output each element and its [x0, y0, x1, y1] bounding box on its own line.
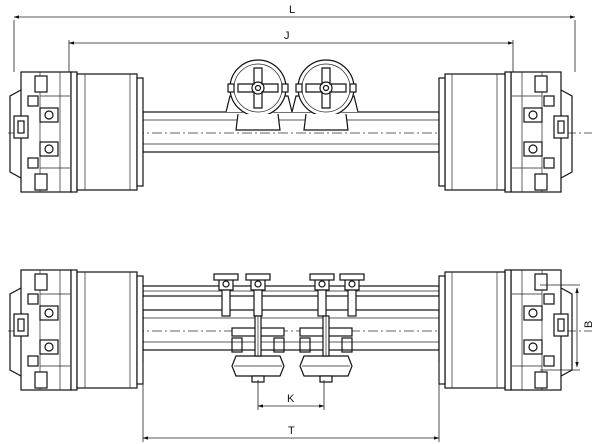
- brake-chamber-left-top: [227, 59, 289, 131]
- left-hub-bottom: [9, 269, 144, 391]
- right-hub-bottom: [438, 269, 573, 391]
- dimension-L-label: L: [289, 4, 295, 16]
- dimension-T: T: [142, 362, 440, 442]
- dimension-B: B: [540, 284, 595, 371]
- dimension-L: L: [13, 4, 576, 72]
- top-view: [8, 59, 592, 193]
- brake-chamber-right-top: [295, 59, 357, 131]
- bottom-view: [8, 269, 592, 391]
- axle-beam-bottom: [142, 309, 440, 351]
- right-hub-top: [438, 71, 573, 193]
- dimension-J: J: [68, 30, 514, 72]
- dimension-K: K: [257, 380, 325, 410]
- axle-beam-top: [142, 111, 440, 153]
- left-hub-top: [9, 71, 144, 193]
- dimension-T-label: T: [288, 425, 295, 437]
- dimension-K-label: K: [287, 393, 295, 405]
- dimension-B-label: B: [583, 321, 595, 328]
- dimension-J-label: J: [284, 30, 290, 42]
